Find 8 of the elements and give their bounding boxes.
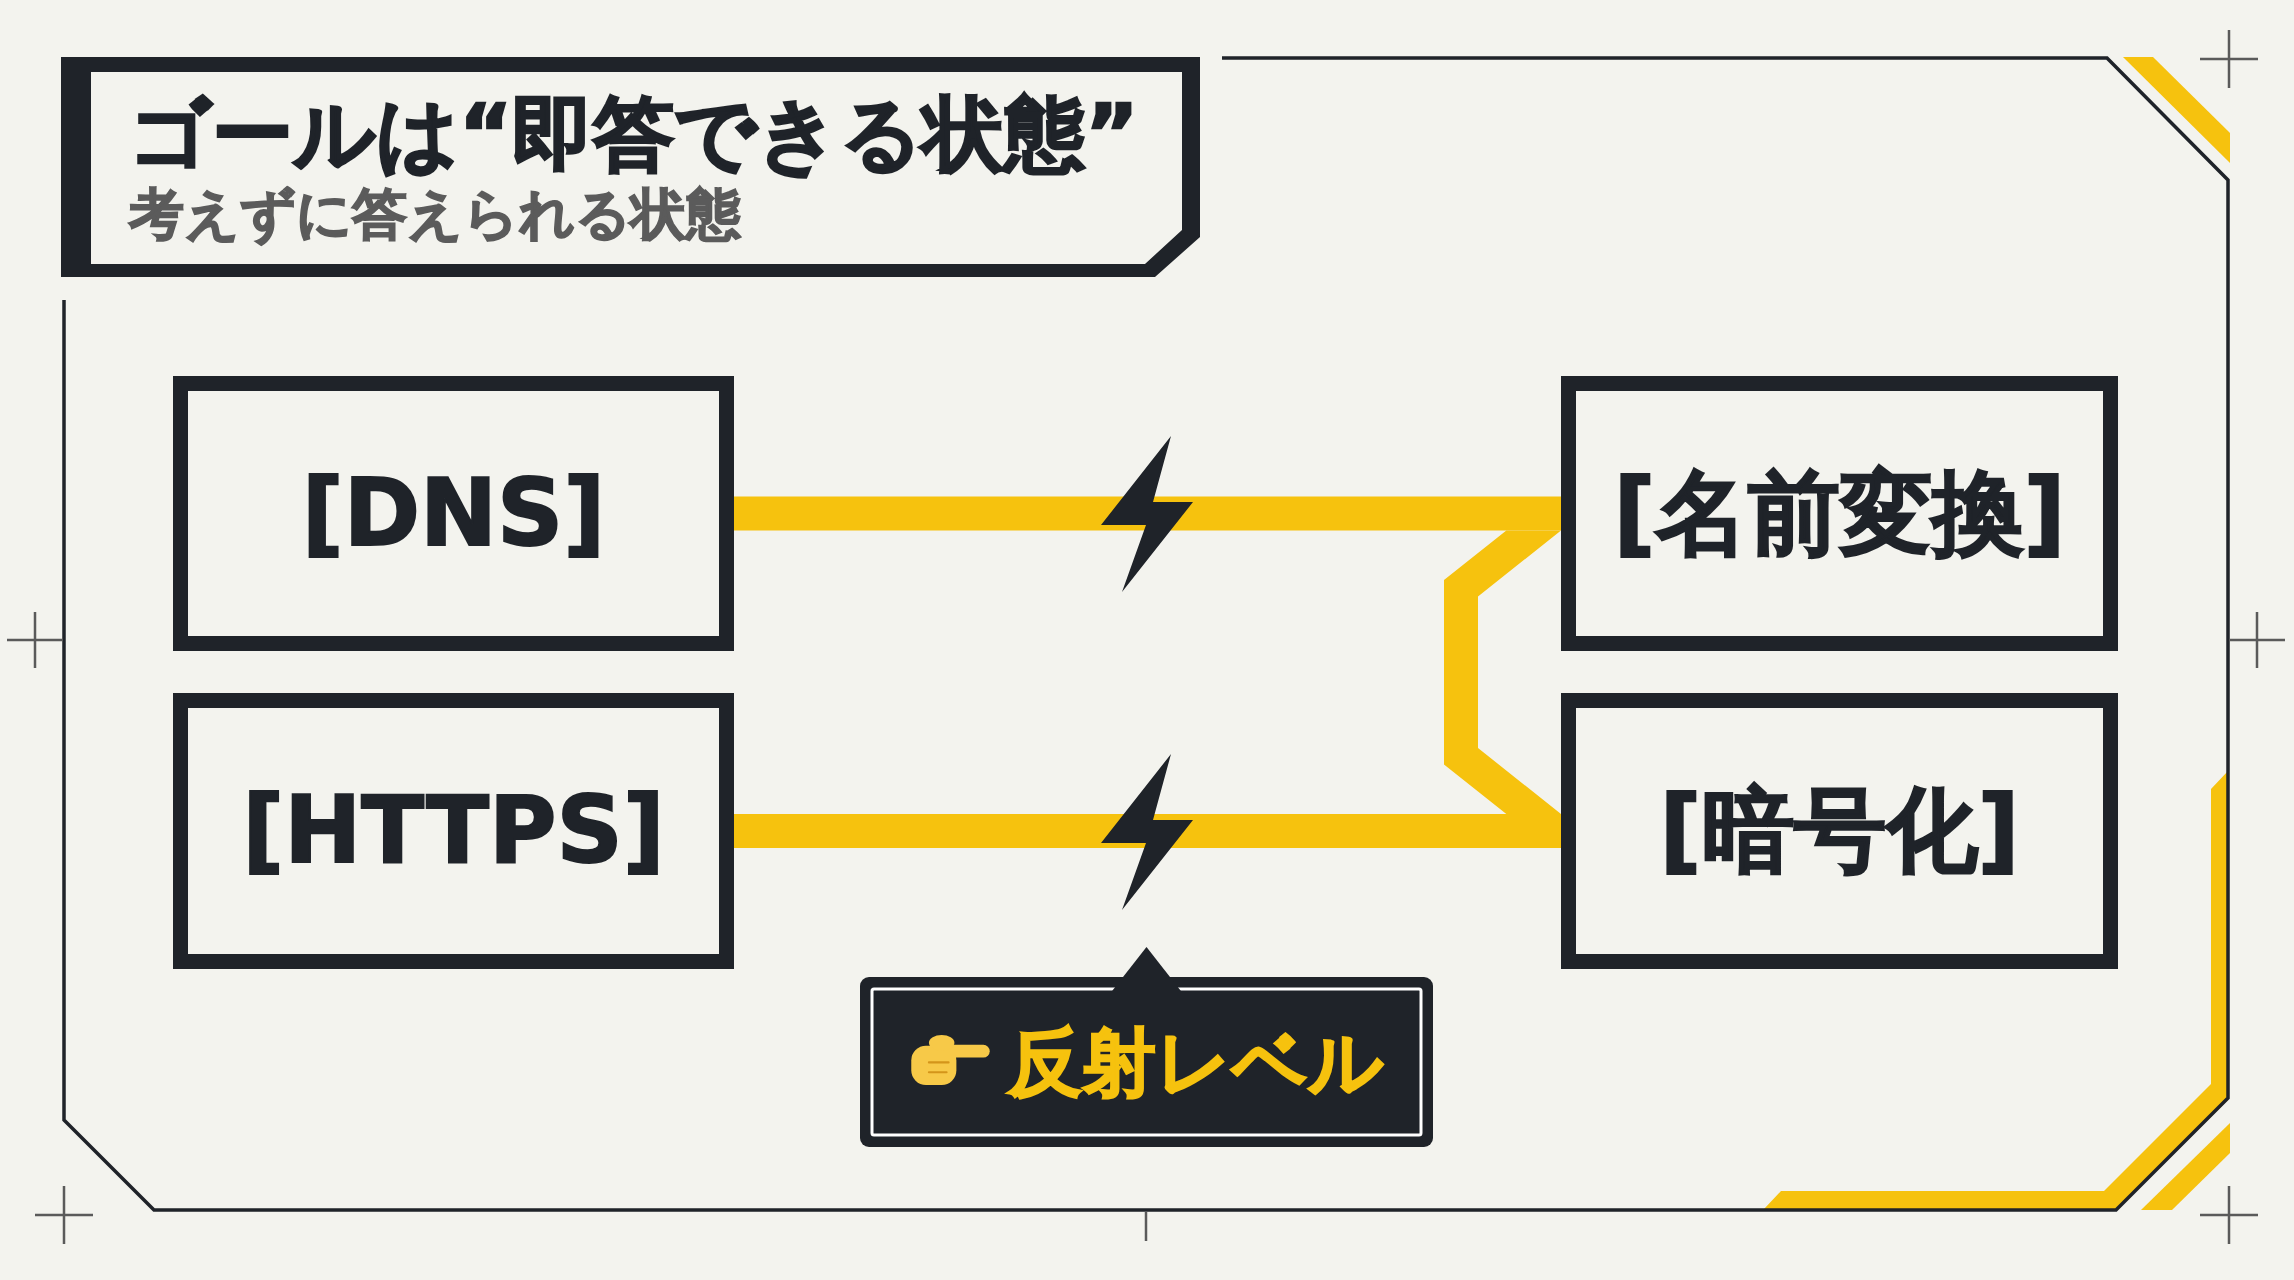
- callout-label: 反射レベル: [1008, 1025, 1384, 1099]
- connector-line: [734, 814, 1561, 848]
- callout-box: [860, 947, 1433, 1147]
- text-box: [暗号化]: [1561, 693, 2118, 969]
- connector-line: [734, 496, 1561, 531]
- text-box: [HTTPS]: [173, 693, 734, 969]
- text-box: [名前変換]: [1561, 376, 2118, 651]
- text-box: [DNS]: [173, 376, 734, 651]
